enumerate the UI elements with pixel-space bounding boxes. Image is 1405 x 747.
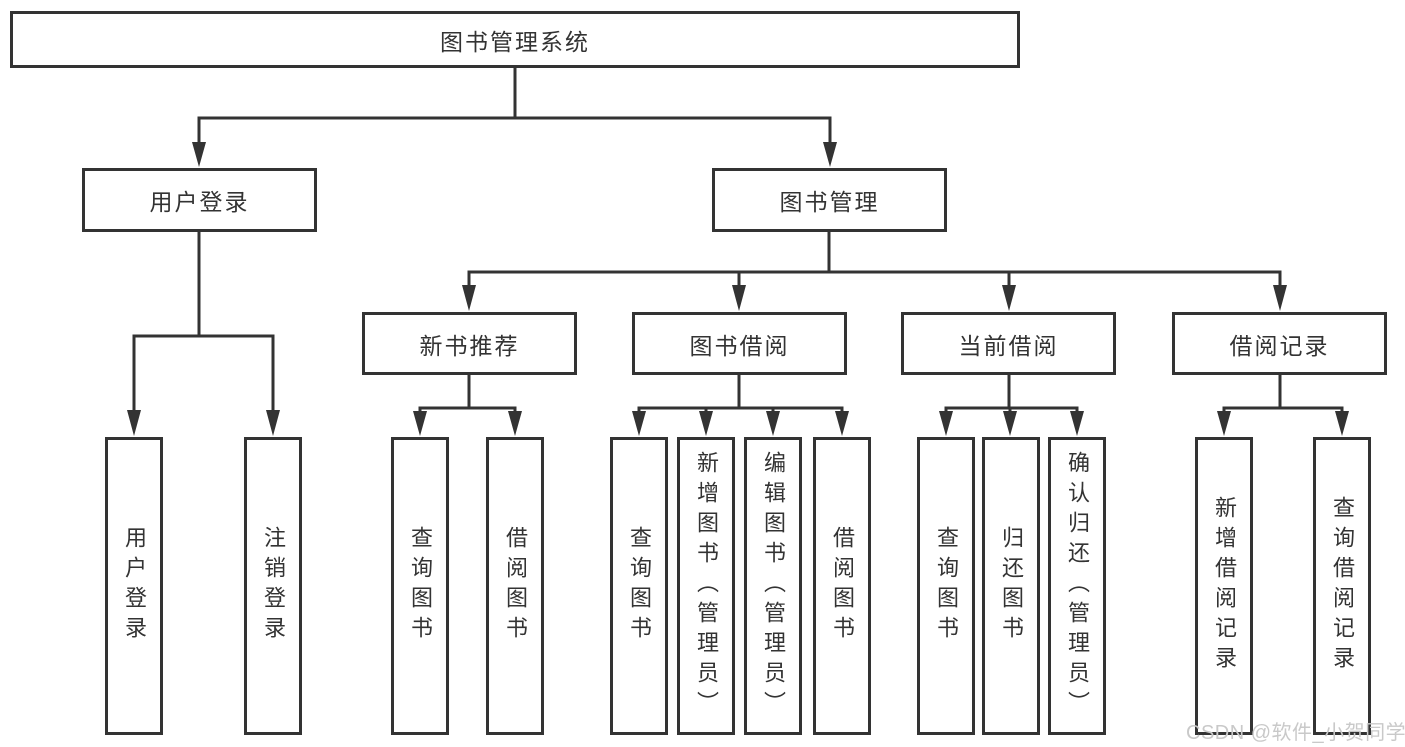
leaf-bb-borrow-book: 借阅图书 — [813, 437, 871, 735]
leaf-nbr-query-book: 查询图书 — [391, 437, 449, 735]
node-user-login-label: 用户登录 — [149, 189, 250, 215]
node-current-borrow-label: 当前借阅 — [958, 332, 1059, 359]
leaf-bb-add-book-admin: 新增图书（管理员） — [677, 437, 735, 735]
leaf-cb-confirm-return-admin: 确认归还（管理员） — [1048, 437, 1106, 735]
node-new-book-recommend: 新书推荐 — [362, 312, 577, 375]
leaf-user-login: 用户登录 — [105, 437, 163, 735]
leaf-br-query-record: 查询借阅记录 — [1313, 437, 1371, 735]
leaf-nbr-borrow-book: 借阅图书 — [486, 437, 544, 735]
leaf-bb-query-book: 查询图书 — [610, 437, 668, 735]
node-current-borrow: 当前借阅 — [901, 312, 1116, 375]
leaf-br-add-record: 新增借阅记录 — [1195, 437, 1253, 735]
node-root-label: 图书管理系统 — [440, 28, 590, 55]
node-book-management-label: 图书管理 — [779, 189, 880, 215]
node-book-management: 图书管理 — [712, 168, 947, 232]
leaf-cb-return-book: 归还图书 — [982, 437, 1040, 735]
node-borrow-record: 借阅记录 — [1172, 312, 1387, 375]
csdn-watermark: CSDN @软件_小贺同学 — [1186, 722, 1405, 744]
node-book-borrow: 图书借阅 — [632, 312, 847, 375]
leaf-cb-query-book: 查询图书 — [917, 437, 975, 735]
leaf-logout: 注销登录 — [244, 437, 302, 735]
node-new-book-recommend-label: 新书推荐 — [419, 332, 520, 359]
node-book-borrow-label: 图书借阅 — [689, 332, 790, 359]
leaf-bb-edit-book-admin: 编辑图书（管理员） — [744, 437, 802, 735]
node-borrow-record-label: 借阅记录 — [1229, 332, 1330, 359]
node-user-login: 用户登录 — [82, 168, 317, 232]
node-root-library-system: 图书管理系统 — [10, 11, 1020, 68]
